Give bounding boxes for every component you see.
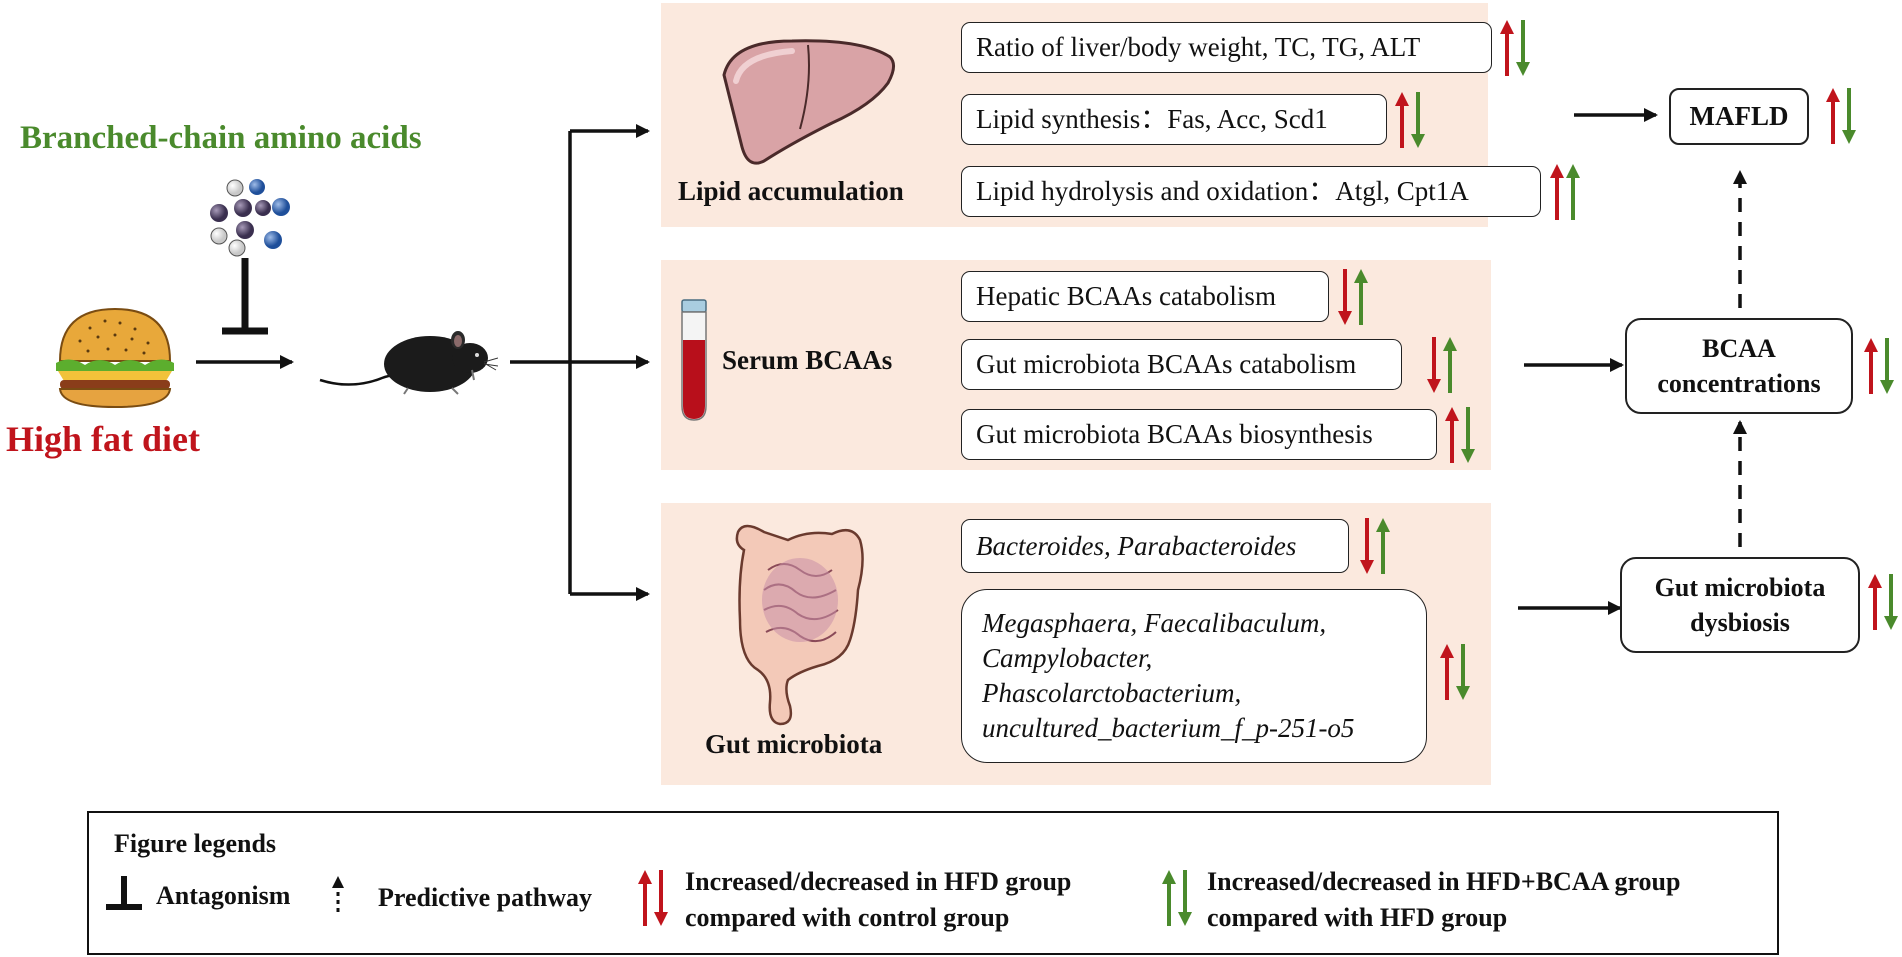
legend-hfd-line-1: Increased/decreased in HFD group	[685, 867, 1072, 896]
legend-box	[87, 811, 1779, 955]
arrows-lipid-1	[1500, 20, 1530, 76]
intestine-icon	[735, 524, 864, 726]
arrow-red-up	[638, 870, 652, 926]
arrows-serum-2	[1427, 337, 1457, 393]
gut-item-2-line-1: Megasphaera, Faecalibaculum,	[982, 607, 1327, 638]
serum-item-1: Hepatic BCAAs catabolism	[961, 271, 1329, 322]
arrow-red-down	[654, 870, 668, 926]
legend-arrows-hfd	[638, 870, 668, 926]
arrow-green-down	[1456, 644, 1470, 700]
arrow-red-up	[1550, 164, 1564, 220]
arrow-red-up	[1826, 88, 1840, 144]
arrow-green-up	[1376, 518, 1390, 574]
arrow-green-down	[1880, 338, 1894, 394]
legend-hfd-bcaa: Increased/decreased in HFD+BCAA group co…	[1207, 864, 1680, 936]
gut-microbiota-label: Gut microbiota	[705, 729, 883, 759]
burger-icon	[56, 307, 174, 409]
mafld-box: MAFLD	[1669, 88, 1809, 145]
arrow-green-down	[1461, 407, 1475, 463]
serum-bcaas-label: Serum BCAAs	[722, 345, 893, 375]
lipid-item-1: Ratio of liver/body weight, TC, TG, ALT	[961, 22, 1492, 73]
serum-item-3: Gut microbiota BCAAs biosynthesis	[961, 409, 1437, 460]
lipid-item-2: Lipid synthesis：Fas, Acc, Scd1	[961, 94, 1387, 145]
legend-title: Figure legends	[114, 829, 277, 858]
arrow-red-up	[1445, 407, 1459, 463]
arrow-green-down	[1411, 92, 1425, 148]
gut-item-2-line-3: Phascolarctobacterium,	[982, 678, 1242, 708]
dysbiosis-line-2: dysbiosis	[1690, 608, 1790, 637]
arrows-gut-1	[1360, 518, 1390, 574]
arrows-mafld	[1826, 88, 1856, 144]
arrows-gut-2	[1440, 644, 1470, 700]
arrow-green-up	[1162, 870, 1176, 926]
bcaa-conc-line-1: BCAA	[1702, 333, 1776, 363]
antagonism-symbol	[222, 258, 268, 335]
gut-item-2: Megasphaera, Faecalibaculum, Campylobact…	[961, 589, 1427, 763]
legend-antagonism-symbol	[106, 876, 142, 910]
arrows-serum-1	[1338, 269, 1368, 325]
mouse-icon	[319, 331, 498, 395]
arrow-red-down	[1338, 269, 1352, 325]
arrow-green-down	[1842, 88, 1856, 144]
gut-item-1: Bacteroides, Parabacteroides	[961, 519, 1349, 573]
legend-predictive: Predictive pathway	[378, 883, 592, 912]
arrow-red-up	[1868, 574, 1882, 630]
bcaa-conc-line-2: concentrations	[1657, 369, 1821, 398]
dysbiosis-line-1: Gut microbiota	[1654, 572, 1826, 602]
arrow-green-down	[1516, 20, 1530, 76]
arrow-green-up	[1354, 269, 1368, 325]
legend-arrows-hfd-bcaa	[1162, 870, 1192, 926]
dysbiosis-box: Gut microbiota dysbiosis	[1620, 557, 1860, 653]
gut-item-2-line-2: Campylobacter,	[982, 642, 1153, 673]
arrow-red-up	[1500, 20, 1514, 76]
arrow-green-up	[1566, 164, 1580, 220]
arrow-red-down	[1427, 337, 1441, 393]
legend-antagonism: Antagonism	[156, 881, 291, 910]
bcaa-molecules-icon	[210, 179, 290, 257]
lipid-accumulation-label: Lipid accumulation	[678, 176, 904, 206]
diet-label: High fat diet	[6, 419, 200, 459]
arrows-lipid-3	[1550, 164, 1580, 220]
legend-hfd-line-2: compared with control group	[685, 902, 1010, 932]
arrows-lipid-2	[1395, 92, 1425, 148]
arrow-green-down	[1178, 870, 1192, 926]
legend-predictive-symbol	[332, 876, 344, 912]
bcaa-concentrations-box: BCAA concentrations	[1625, 318, 1853, 414]
legend-hfd-bcaa-line-1: Increased/decreased in HFD+BCAA group	[1207, 867, 1681, 896]
lipid-item-3: Lipid hydrolysis and oxidation：Atgl, Cpt…	[961, 166, 1541, 217]
arrow-green-down	[1884, 574, 1898, 630]
arrows-bcaa-conc	[1864, 338, 1894, 394]
bcaa-title: Branched-chain amino acids	[20, 120, 422, 156]
arrows-dysbiosis	[1868, 574, 1898, 630]
serum-item-2: Gut microbiota BCAAs catabolism	[961, 339, 1402, 390]
arrow-red-down	[1360, 518, 1374, 574]
arrows-serum-3	[1445, 407, 1475, 463]
legend-hfd-bcaa-line-2: compared with HFD group	[1207, 902, 1508, 932]
liver-icon	[722, 39, 895, 165]
arrow-red-up	[1440, 644, 1454, 700]
gut-item-2-line-4: uncultured_bacterium_f_p-251-o5	[982, 713, 1355, 744]
legend-hfd: Increased/decreased in HFD group compare…	[685, 864, 1071, 936]
arrow-red-up	[1864, 338, 1878, 394]
arrow-red-up	[1395, 92, 1409, 148]
blood-tube-icon	[681, 299, 707, 421]
arrow-green-up	[1443, 337, 1457, 393]
